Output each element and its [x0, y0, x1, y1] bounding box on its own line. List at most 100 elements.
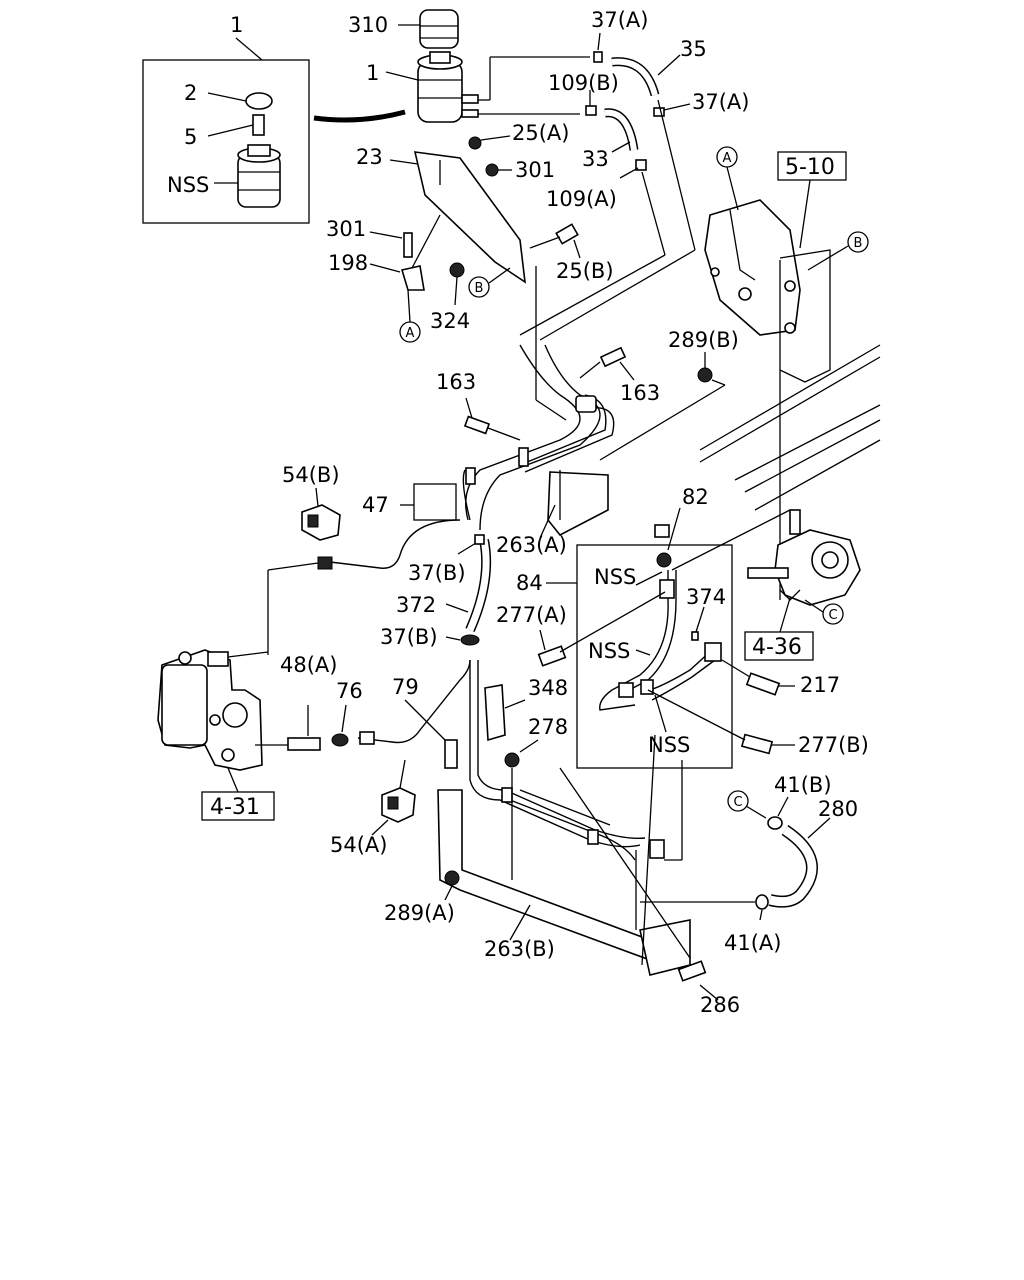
pipe-assembly-47	[462, 344, 615, 531]
label-109a: 109(A)	[546, 187, 617, 211]
clamp-41b	[767, 816, 783, 830]
clamp-41a	[755, 894, 769, 910]
nut-82	[656, 552, 672, 568]
clamp-37b-lower	[460, 634, 480, 646]
label-47: 47	[362, 493, 389, 517]
bolt-301-right	[485, 163, 499, 177]
kit-leader-arrow	[313, 109, 406, 123]
pipe-to-gear-upper	[329, 519, 461, 569]
clamp-109b	[585, 105, 597, 116]
label-48a: 48(A)	[280, 653, 337, 677]
label-280: 280	[818, 797, 858, 821]
bolt-277b	[740, 733, 774, 755]
fitting-84-top	[654, 524, 670, 538]
bracket-263a	[547, 471, 609, 537]
steering-gear	[157, 649, 263, 771]
label-41a: 41(A)	[724, 931, 781, 955]
seal-374	[691, 631, 699, 641]
label-289a: 289(A)	[384, 901, 455, 925]
label-nss-kit: NSS	[167, 173, 209, 197]
label-263a: 263(A)	[496, 533, 567, 557]
fitting-gear-upper	[317, 556, 333, 570]
filter-part	[252, 114, 265, 136]
label-37a-right: 37(A)	[692, 90, 749, 114]
label-163-left: 163	[436, 370, 476, 394]
clip-198	[400, 265, 425, 291]
nut-289b	[697, 367, 713, 383]
marker-c-hose-text: C	[733, 795, 742, 810]
label-37a-top: 37(A)	[591, 8, 648, 32]
bolt-301-left	[403, 232, 413, 258]
label-37b-lower: 37(B)	[380, 625, 438, 649]
marker-b-frame-text: B	[854, 236, 863, 251]
ref-label-5-10: 5-10	[785, 155, 835, 180]
bracket-23	[413, 151, 526, 284]
marker-a-lower-text: A	[406, 326, 415, 341]
marker-a-lower	[399, 321, 421, 343]
bolt-79	[444, 739, 458, 769]
reservoir-cap-310	[419, 9, 459, 49]
label-54a: 54(A)	[330, 833, 387, 857]
clamp-109a	[635, 159, 647, 171]
label-nss-2: NSS	[588, 639, 630, 663]
label-163-right: 163	[620, 381, 660, 405]
label-348: 348	[528, 676, 568, 700]
label-372: 372	[396, 593, 436, 617]
label-301-right: 301	[515, 158, 555, 182]
ref-box-5-10	[777, 151, 847, 181]
label-1-reservoir: 1	[366, 61, 379, 85]
marker-c-pump-text: C	[828, 608, 837, 623]
marker-b-bracket-text: B	[475, 281, 484, 296]
label-277b: 277(B)	[798, 733, 869, 757]
label-5: 5	[184, 125, 197, 149]
assembly-box-84	[576, 544, 733, 769]
hose-assembly-84	[599, 570, 722, 711]
ref-box-4-36	[744, 631, 814, 661]
label-33: 33	[582, 147, 609, 171]
bolt-277a	[537, 645, 567, 667]
label-84: 84	[516, 571, 543, 595]
label-23: 23	[356, 145, 383, 169]
reservoir-body	[417, 51, 479, 123]
marker-c-hose	[727, 790, 749, 812]
bolt-163-left	[463, 415, 491, 435]
label-310: 310	[348, 13, 388, 37]
bolt-25a	[468, 136, 482, 150]
cap-part	[245, 92, 273, 110]
label-109b: 109(B)	[548, 71, 619, 95]
label-2: 2	[184, 81, 197, 105]
label-217: 217	[800, 673, 840, 697]
label-286: 286	[700, 993, 740, 1017]
nut-324	[449, 262, 465, 278]
label-79: 79	[392, 675, 419, 699]
power-steering-pump	[747, 509, 861, 606]
label-374: 374	[686, 585, 726, 609]
nut-278	[504, 752, 520, 768]
label-263b: 263(B)	[484, 937, 555, 961]
clamp-37a-right	[653, 107, 665, 117]
reservoir-kit-box	[142, 59, 310, 224]
seal-76	[331, 733, 349, 747]
pipe-assembly-348	[469, 660, 665, 861]
bracket-263b	[437, 789, 651, 962]
clamp-37a-top	[593, 51, 603, 63]
label-37b-upper: 37(B)	[408, 561, 466, 585]
fitting-48a	[287, 737, 321, 751]
label-277a: 277(A)	[496, 603, 567, 627]
ref-label-4-36: 4-36	[752, 635, 802, 660]
label-198: 198	[328, 251, 368, 275]
frame-rail	[699, 344, 881, 511]
marker-b-bracket	[468, 276, 490, 298]
mount-bracket-5-10	[704, 199, 831, 383]
marker-b-frame	[847, 231, 869, 253]
label-25b: 25(B)	[556, 259, 614, 283]
label-76: 76	[336, 679, 363, 703]
clamp-54a	[381, 787, 416, 823]
marker-c-pump	[822, 603, 844, 625]
label-82: 82	[682, 485, 709, 509]
clamp-54b	[301, 504, 341, 541]
label-25a: 25(A)	[512, 121, 569, 145]
label-301-left: 301	[326, 217, 366, 241]
bolt-217	[745, 672, 781, 696]
